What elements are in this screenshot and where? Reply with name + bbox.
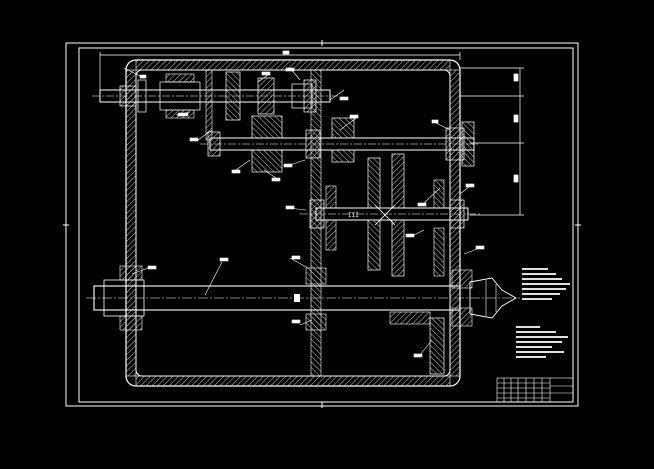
inner-frame xyxy=(78,47,574,403)
technical-notes xyxy=(522,268,570,300)
top-dimension-line xyxy=(99,50,461,100)
right-dimension-chain xyxy=(460,67,524,216)
title-block xyxy=(496,377,574,403)
shaft-center-mark-text: III xyxy=(348,212,359,219)
intermediate-shaft-3: III xyxy=(300,153,480,277)
frame-center-marks xyxy=(63,40,581,408)
intermediate-shaft-2 xyxy=(200,115,480,173)
technical-requirements xyxy=(516,326,568,358)
main-spindle xyxy=(86,265,520,375)
leader-lines xyxy=(123,67,485,358)
gearbox-housing xyxy=(125,59,461,387)
